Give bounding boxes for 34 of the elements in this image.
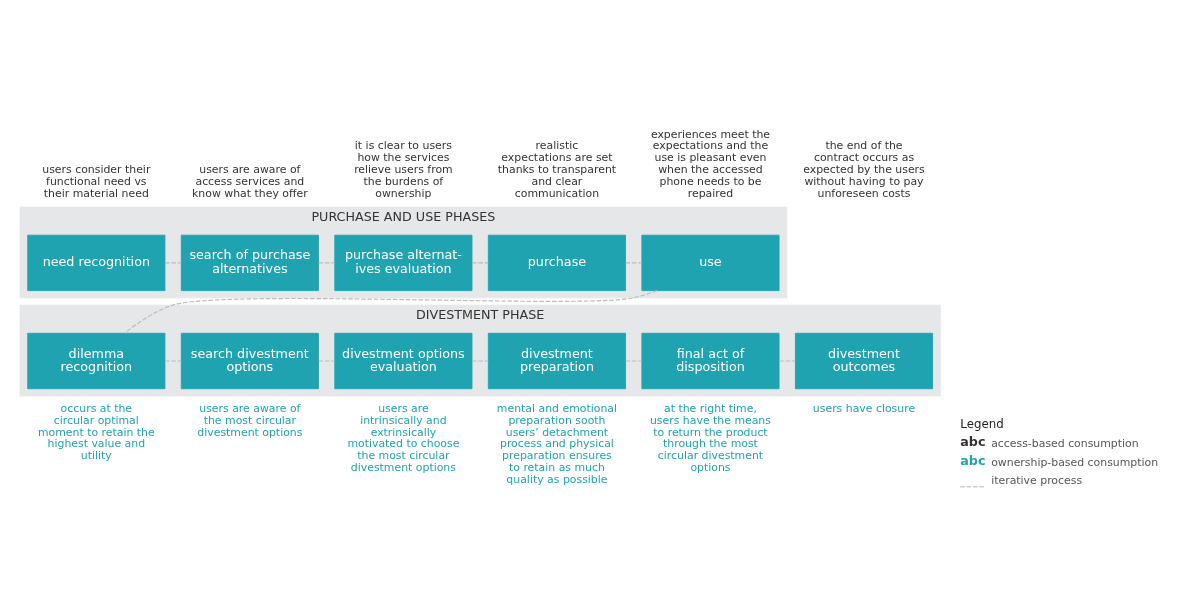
node-label: it is clear to users how the services relieve users from the burdens of ownership [354,138,453,200]
connector [317,261,336,263]
legend-label: ownership-based consumption [991,455,1159,469]
node-label: users have closure [812,401,916,415]
node-box: divestment outcomes [794,332,934,389]
node-label: occurs at the circular optimal moment to retain the highest value and utility [37,401,155,462]
node-box: dilemma recognition [27,332,166,389]
node-box: purchase alternat- ives evaluation [334,234,473,291]
connector [164,261,182,263]
connector [625,261,643,263]
node-label: users consider their functional need vs their material need [42,162,151,200]
legend-label: iterative process [991,473,1083,487]
connector [124,289,658,334]
node-label: experiences meet the expectations and the use is pleasant even when the accessed phone needs to be repaired [650,127,771,200]
node-box: purchase [487,234,626,291]
node-label: mental and emotional preparation sooth users’ detachment process and physical preparation ensures to retain as much quality as possible [496,401,617,486]
node-label: users are intrinsically and extrinsically motivated to choose the most circular divestment options [347,401,460,474]
node-label: at the right time, users have the means to return the product through the most circular divestment options [649,401,771,474]
label: abc [960,433,986,449]
node-box: search of purchase alternatives [180,234,319,291]
node-label: users are aware of the most circular divestment options [197,401,303,439]
node-label: realistic expectations are set thanks to transparent and clear communication [497,138,617,200]
connector [471,261,489,263]
node-box: divestment preparation [487,332,626,389]
legend-label: access-based consumption [991,435,1139,449]
node-box: search divestment options [180,332,319,389]
label: Legend [960,416,1004,431]
node-label: users are aware of access services and know what they offer [192,162,308,200]
node-box: divestment options evaluation [334,332,473,389]
node-box: use [641,234,780,291]
node-label: the end of the contract occurs as expected by the users without having to pay unforeseen costs [803,138,925,200]
node-box: final act of disposition [641,332,780,389]
label: abc [960,452,986,468]
node-box: need recognition [27,234,166,291]
